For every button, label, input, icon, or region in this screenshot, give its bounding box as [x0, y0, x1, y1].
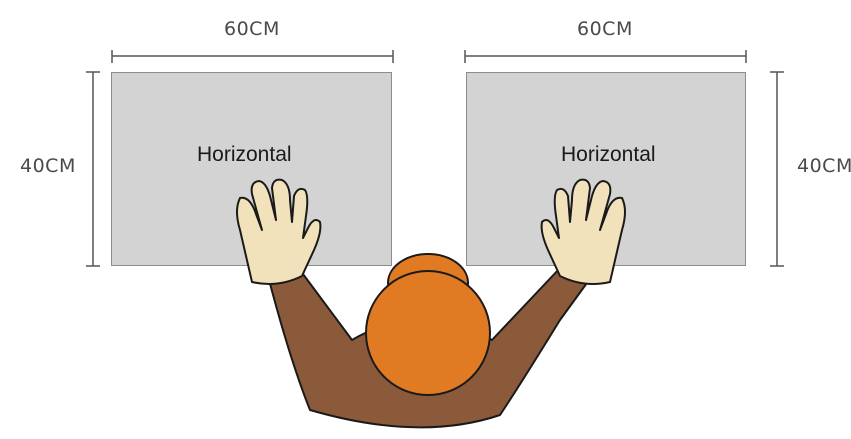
left-width-label: 60CM — [224, 18, 280, 40]
person-head — [365, 253, 491, 396]
right-width-label: 60CM — [577, 18, 633, 40]
left-width-dimension-line — [111, 50, 394, 63]
right-panel-label: Horizontal — [561, 143, 656, 166]
right-width-dimension-line — [464, 50, 747, 63]
left-height-dimension-line — [86, 71, 100, 267]
left-hand — [236, 178, 322, 285]
left-height-label: 40CM — [20, 155, 76, 177]
right-height-dimension-line — [770, 71, 784, 267]
right-height-label: 40CM — [797, 155, 851, 177]
right-hand — [540, 178, 626, 285]
left-panel-label: Horizontal — [197, 143, 292, 166]
